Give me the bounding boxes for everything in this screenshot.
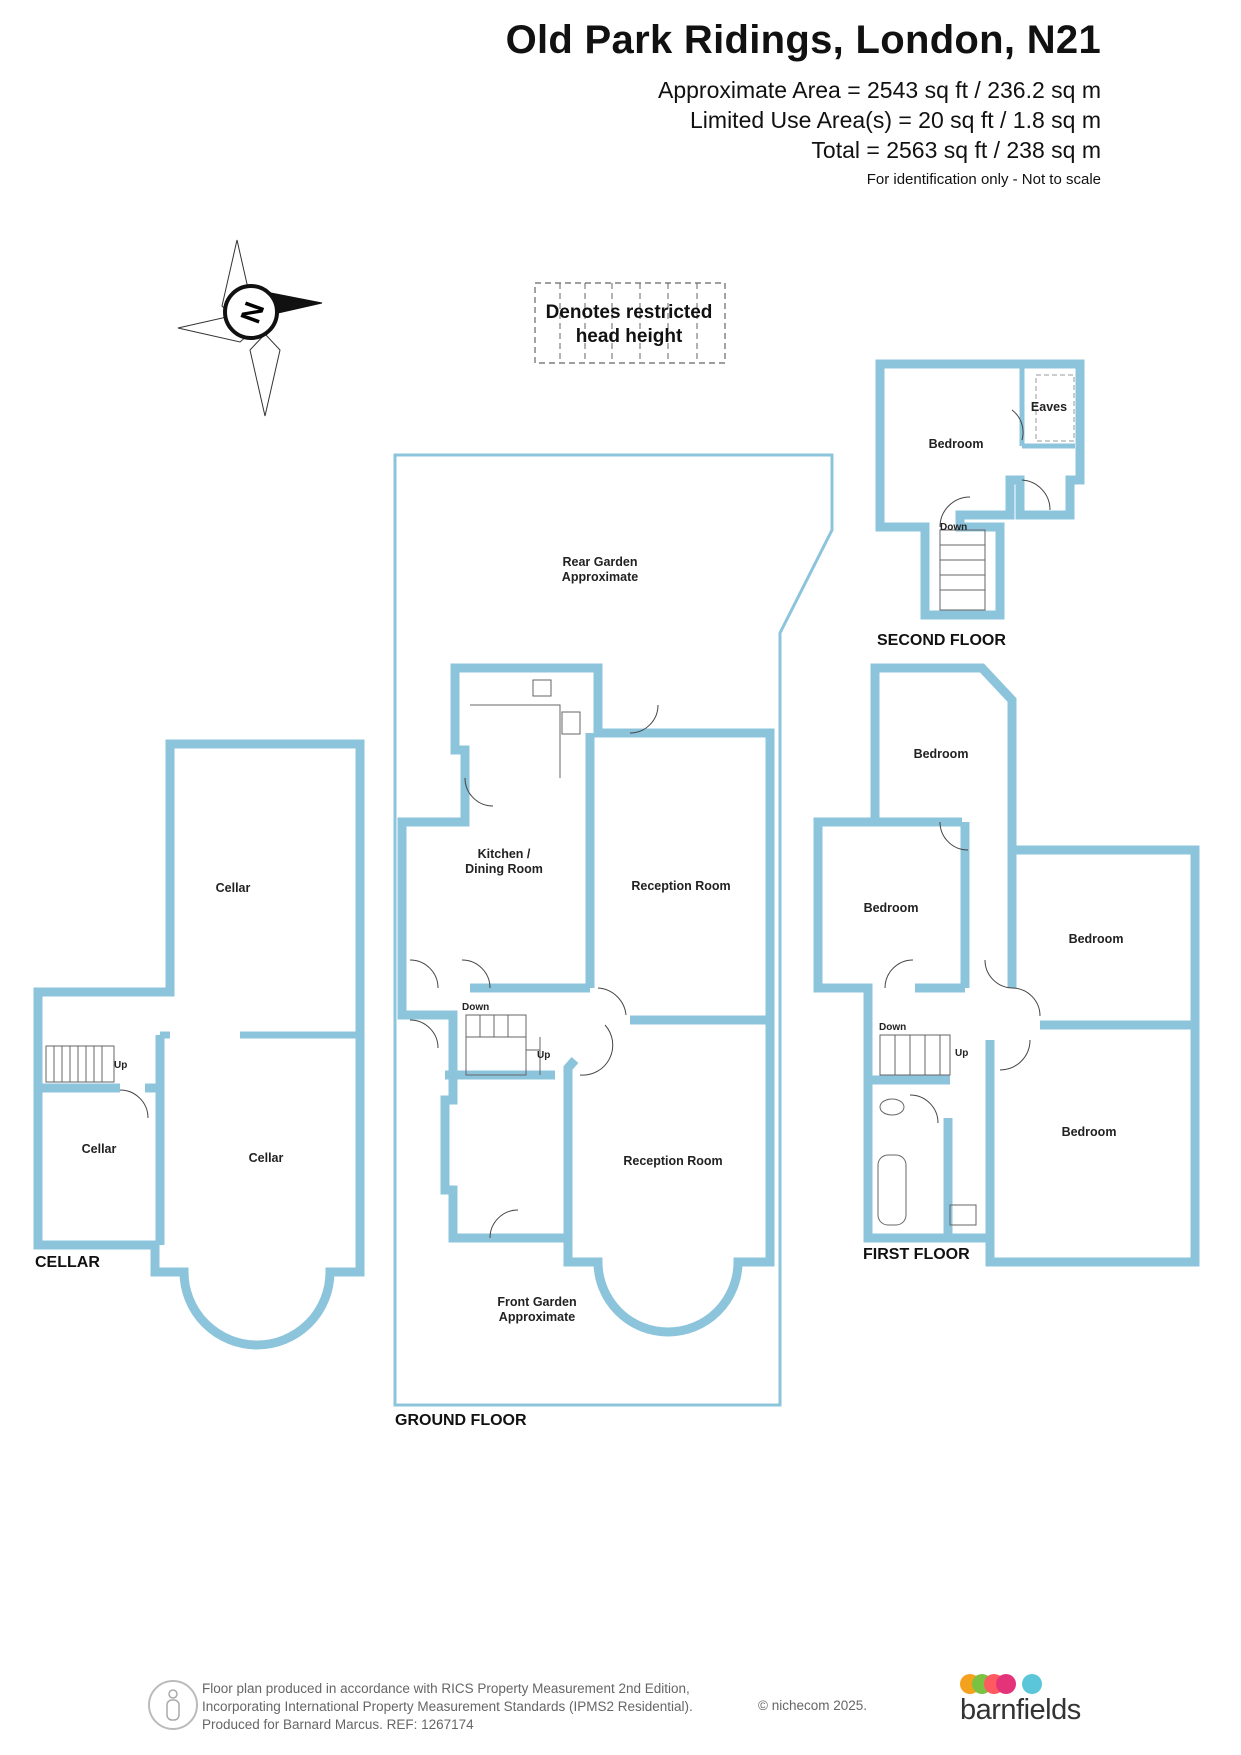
total-area: Total = 2563 sq ft / 238 sq m (811, 137, 1101, 163)
room-label-dining-room: Dining Room (465, 862, 543, 876)
cellar-stairs (45, 1045, 149, 1119)
stair-label-first-up: Up (955, 1048, 968, 1059)
room-label-rear-garden-approx: Approximate (562, 570, 638, 584)
page-title: Old Park Ridings, London, N21 (505, 18, 1101, 62)
stair-label-ground-down: Down (462, 1002, 489, 1013)
person-icon (148, 1680, 198, 1730)
room-label-ff-bedroom-top: Bedroom (914, 747, 969, 761)
header: Old Park Ridings, London, N21 Approximat… (506, 18, 1101, 188)
stair-label-first-down: Down (879, 1022, 906, 1033)
logo-dot-pink (996, 1674, 1016, 1694)
identification-note: For identification only - Not to scale (866, 171, 1101, 188)
footer-text: Floor plan produced in accordance with R… (202, 1680, 693, 1734)
room-label-eaves: Eaves (1031, 400, 1067, 414)
room-label-front-garden-approx: Approximate (499, 1310, 575, 1324)
ground-floor-plan (397, 663, 775, 1337)
ground-floor-fixtures (409, 679, 659, 1239)
approximate-area: Approximate Area = 2543 sq ft / 236.2 sq… (657, 77, 1101, 103)
compass-icon: N (177, 239, 323, 417)
copyright: © nichecom 2025. (758, 1698, 868, 1713)
logo-wordmark: barnfields (960, 1694, 1081, 1726)
logo-dot-blue (1022, 1674, 1042, 1694)
room-label-ff-bedroom-bottom: Bedroom (1062, 1125, 1117, 1139)
second-floor-fixtures (939, 374, 1075, 611)
room-label-reception-room-rear: Reception Room (631, 879, 730, 893)
footer-line-3: Produced for Barnard Marcus. REF: 126717… (202, 1717, 474, 1732)
room-label-rear-garden: Rear Garden (562, 555, 637, 569)
limited-use-area: Limited Use Area(s) = 20 sq ft / 1.8 sq … (690, 107, 1101, 133)
legend-line-1: Denotes restricted (546, 302, 713, 323)
floor-label-second: SECOND FLOOR (877, 632, 1006, 649)
restricted-height-legend: Denotes restricted head height (534, 282, 726, 364)
room-label-reception-room-front: Reception Room (623, 1154, 722, 1168)
floor-label-first: FIRST FLOOR (863, 1246, 970, 1263)
footer-line-2: Incorporating International Property Mea… (202, 1699, 693, 1714)
stair-label-cellar-up: Up (114, 1060, 127, 1071)
room-label-cellar-bottom: Cellar (249, 1151, 284, 1165)
room-label-sf-bedroom: Bedroom (929, 437, 984, 451)
first-floor-fixtures (877, 821, 1041, 1226)
footer-line-1: Floor plan produced in accordance with R… (202, 1681, 690, 1696)
stair-label-ground-up: Up (537, 1050, 550, 1061)
cellar-plan (33, 739, 365, 1350)
floor-plan: N Denotes restricted head height Cellar … (33, 239, 1200, 1429)
stair-label-second-down: Down (940, 522, 967, 533)
first-floor-plan (813, 663, 1200, 1267)
ground-floor-garden-boundary (393, 453, 834, 1407)
room-label-kitchen: Kitchen / (478, 847, 531, 861)
barnfields-logo: barnfields (960, 1674, 1090, 1738)
floor-label-cellar: CELLAR (35, 1254, 100, 1271)
room-label-ff-bedroom-left: Bedroom (864, 901, 919, 915)
second-floor-plan (875, 359, 1085, 620)
room-label-cellar-small: Cellar (82, 1142, 117, 1156)
legend-line-2: head height (576, 326, 683, 347)
room-label-cellar-top: Cellar (216, 881, 251, 895)
room-label-ff-bedroom-right: Bedroom (1069, 932, 1124, 946)
room-label-front-garden: Front Garden (497, 1295, 576, 1309)
footer: Floor plan produced in accordance with R… (148, 1674, 1148, 1750)
floor-label-ground: GROUND FLOOR (395, 1412, 527, 1429)
